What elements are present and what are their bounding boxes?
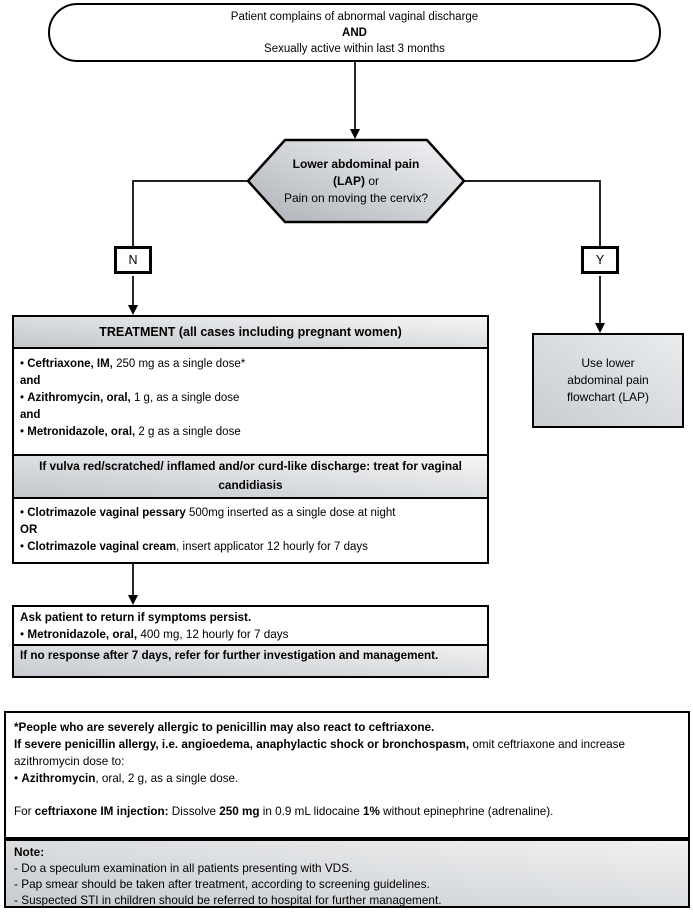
connector-branch-no — [132, 180, 248, 246]
candidiasis-drug-list: • Clotrimazole vaginal pessary 500mg ins… — [14, 499, 487, 562]
text-line: Patient complains of abnormal vaginal di… — [230, 10, 479, 23]
text-line: • Clotrimazole vaginal cream, insert app… — [20, 541, 368, 553]
treatment-drug-list: • Ceftriaxone, IM, 250 mg as a single do… — [14, 349, 487, 454]
text-line: Note: — [14, 845, 45, 859]
text-line: • Clotrimazole vaginal pessary 500mg ins… — [20, 507, 396, 519]
no-response-banner: If no response after 7 days, refer for f… — [14, 644, 487, 676]
text-line: Sexually active within last 3 months — [264, 42, 445, 55]
text-line: Pain on moving the cervix? — [283, 190, 429, 205]
text-line: Lower abdominal pain — [292, 156, 420, 171]
arrowhead-icon — [350, 129, 360, 139]
text-line: • Azithromycin, oral, 2 g, as a single d… — [14, 772, 239, 785]
text-line: Use lower — [581, 356, 635, 370]
text-line: OR — [20, 524, 38, 536]
text-line: (LAP) or — [332, 173, 379, 188]
arrowhead-icon — [128, 595, 138, 605]
text-line: flowchart (LAP) — [566, 390, 650, 404]
text-line: For ceftriaxone IM injection: Dissolve 2… — [14, 805, 554, 818]
text-line: and — [20, 374, 41, 387]
treatment-box: TREATMENT (all cases including pregnant … — [12, 315, 489, 564]
text-line: - Do a speculum examination in all patie… — [14, 861, 353, 875]
text-line: Ask patient to return if symptoms persis… — [20, 611, 252, 624]
text-line: If severe penicillin allergy, i.e. angio… — [14, 738, 626, 768]
ceftriaxone-injection-note: For ceftriaxone IM injection: Dissolve 2… — [14, 803, 680, 820]
text-line: - Pap smear should be taken after treatm… — [14, 877, 430, 891]
penicillin-allergy-note: *People who are severely allergic to pen… — [14, 719, 680, 787]
lap-referral-box: Use lower abdominal pain flowchart (LAP) — [532, 333, 684, 428]
text-line: • Azithromycin, oral, 1 g, as a single d… — [20, 391, 240, 404]
text-line: • Metronidazole, oral, 2 g as a single d… — [20, 425, 241, 438]
text-line: - Suspected STI in children should be re… — [14, 893, 442, 907]
branch-label-no: N — [114, 246, 152, 274]
text-line: If no response after 7 days, refer for f… — [20, 649, 439, 662]
text-line: and — [20, 408, 41, 421]
candidiasis-subheader: If vulva red/scratched/ inflamed and/or … — [14, 453, 487, 499]
followup-box: Ask patient to return if symptoms persis… — [12, 605, 489, 678]
text-line: AND — [342, 26, 367, 39]
footnote-box: *People who are severely allergic to pen… — [4, 711, 690, 839]
text-line: • Metronidazole, oral, 400 mg, 12 hourly… — [20, 627, 289, 641]
treatment-header: TREATMENT (all cases including pregnant … — [14, 317, 487, 349]
connector-branch-yes — [464, 180, 601, 246]
text-line: abdominal pain — [567, 373, 649, 387]
text-line: • Ceftriaxone, IM, 250 mg as a single do… — [20, 357, 246, 370]
note-box: Note: - Do a speculum examination in all … — [4, 839, 690, 908]
decision-node: Lower abdominal pain (LAP) or Pain on movi… — [248, 140, 464, 222]
branch-label-yes: Y — [581, 246, 619, 274]
followup-instructions: Ask patient to return if symptoms persis… — [14, 607, 487, 644]
start-node: Patient complains of abnormal vaginal di… — [48, 3, 661, 62]
arrowhead-icon — [595, 323, 605, 333]
arrowhead-icon — [128, 305, 138, 315]
text-line: *People who are severely allergic to pen… — [14, 721, 435, 734]
